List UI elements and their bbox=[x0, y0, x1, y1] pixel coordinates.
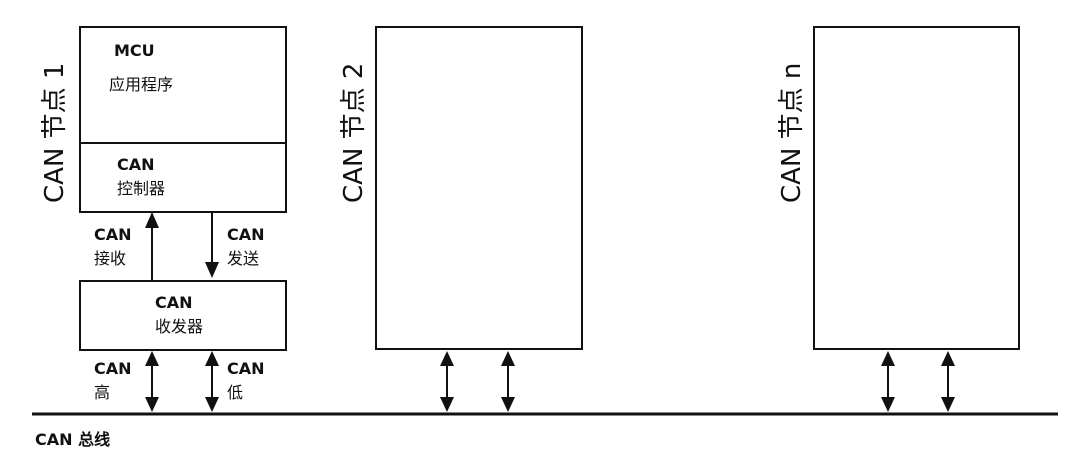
receive-label-subtitle: 接收 bbox=[94, 249, 127, 268]
node-n-box bbox=[813, 26, 1020, 350]
mcu-box: MCU 应用程序 bbox=[79, 26, 287, 144]
can-low-label-title: CAN bbox=[227, 359, 265, 378]
can-low-arrow-icon bbox=[205, 351, 219, 412]
controller-subtitle: 控制器 bbox=[117, 179, 166, 198]
send-label-subtitle: 发送 bbox=[227, 249, 260, 268]
node-n-can-high-arrow-icon bbox=[881, 351, 895, 412]
receive-label-title: CAN bbox=[94, 225, 132, 244]
can-low-label-subtitle: 低 bbox=[227, 383, 244, 402]
send-arrow-icon bbox=[205, 213, 219, 278]
transceiver-title: CAN bbox=[155, 293, 193, 312]
node-2-can-high-arrow-icon bbox=[440, 351, 454, 412]
node-n-can-low-arrow-icon bbox=[941, 351, 955, 412]
mcu-title: MCU bbox=[114, 41, 155, 60]
mcu-subtitle: 应用程序 bbox=[109, 75, 174, 94]
receive-arrow-icon bbox=[145, 212, 159, 280]
can-high-label-subtitle: 高 bbox=[94, 383, 111, 402]
can-controller-box: CAN 控制器 bbox=[79, 142, 287, 213]
node-2-box bbox=[375, 26, 583, 350]
send-label-title: CAN bbox=[227, 225, 265, 244]
can-high-label-title: CAN bbox=[94, 359, 132, 378]
controller-title: CAN bbox=[117, 155, 155, 174]
can-bus-label: CAN 总线 bbox=[35, 430, 111, 449]
can-high-arrow-icon bbox=[145, 351, 159, 412]
node-2-can-low-arrow-icon bbox=[501, 351, 515, 412]
transceiver-subtitle: 收发器 bbox=[155, 317, 204, 336]
can-transceiver-box: CAN 收发器 bbox=[79, 280, 287, 351]
